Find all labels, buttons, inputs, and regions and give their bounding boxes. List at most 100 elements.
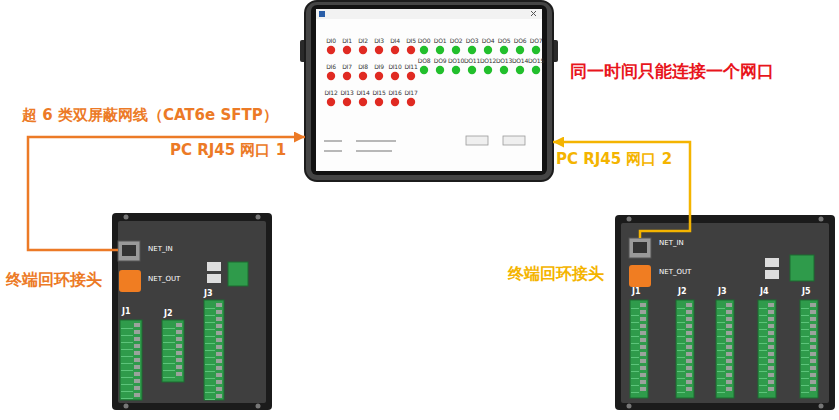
status-led [391,46,399,54]
signal-name: DI6 [321,64,341,70]
terminal-screw [134,372,140,376]
power-terminal [228,262,248,286]
signal-name: DO8 [414,58,434,64]
terminal-screw [686,359,692,363]
terminal-screw [216,331,222,335]
signal-name: DI2 [353,38,373,44]
terminal-divider [801,385,809,386]
status-led [359,46,367,54]
terminal-screw [768,303,774,307]
terminal-block [162,320,184,382]
signal-name: DO3 [462,38,482,44]
status-led [468,66,476,74]
terminal-screw [134,330,140,334]
signal-name: DO11 [462,58,482,64]
signal-name: DI9 [369,64,389,70]
terminal-screw [216,352,222,356]
terminal-divider [717,392,725,393]
connector-name: J3 [718,288,727,296]
window-button [503,136,525,145]
status-led [420,66,428,74]
terminal-screw [640,324,646,328]
terminal-divider [677,385,685,386]
terminal-screw [176,344,182,348]
mount-hole [819,217,824,222]
terminal-divider [631,364,639,365]
small-terminal [765,270,779,279]
terminal-divider [801,336,809,337]
window-button [466,136,488,145]
terminal-divider [631,322,639,323]
status-led [375,98,383,106]
terminal-divider [205,350,215,351]
loopback-label: 终端回环接头 [508,264,604,283]
terminal-screw [640,359,646,363]
terminal-divider [717,378,725,379]
status-led [532,46,540,54]
terminal-screw [176,358,182,362]
terminal-screw [686,310,692,314]
mount-hole [256,404,261,409]
port-label: PC RJ45 网口 1 [170,141,286,159]
controller-board: NET_INNET_OUTJ1J2J3J4J5 [615,215,835,410]
terminal-screw [686,345,692,349]
terminal-divider [631,371,639,372]
terminal-block [120,320,142,400]
terminal-divider [163,356,175,357]
terminal-screw [726,331,732,335]
terminal-divider [801,378,809,379]
terminal-screw [686,387,692,391]
terminal-divider [717,371,725,372]
terminal-screw [726,387,732,391]
terminal-divider [759,350,767,351]
terminal-screw [640,317,646,321]
terminal-divider [801,350,809,351]
terminal-screw [134,351,140,355]
terminal-screw [810,345,816,349]
connector-name: J2 [678,288,687,296]
terminal-screw [768,310,774,314]
terminal-divider [631,343,639,344]
loopback-plug [629,265,651,287]
terminal-divider [205,343,215,344]
cable-connector [28,137,305,250]
terminal-screw [134,344,140,348]
terminal-divider [677,343,685,344]
terminal-divider [205,378,215,379]
terminal-screw [176,330,182,334]
terminal-screw [686,317,692,321]
terminal-block [676,300,694,398]
terminal-divider [163,363,175,364]
status-led [407,98,415,106]
signal-name: DO10 [446,58,466,64]
connector-name: J2 [164,310,173,318]
rj45-port [118,241,140,261]
status-led [484,46,492,54]
terminal-divider [801,357,809,358]
small-terminal [207,262,221,271]
terminal-screw [686,303,692,307]
terminal-screw [726,310,732,314]
terminal-screw [810,324,816,328]
connector-name: J3 [204,290,213,298]
signal-name: DI3 [369,38,389,44]
status-led [327,46,335,54]
terminal-divider [759,357,767,358]
terminal-screw [686,338,692,342]
signal-name: DI14 [353,90,373,96]
signal-name: DO1 [430,38,450,44]
terminal-divider [759,308,767,309]
signal-name: DO5 [494,38,514,44]
terminal-screw [810,331,816,335]
tablet-body [305,1,553,181]
terminal-divider [163,335,175,336]
terminal-screw [134,365,140,369]
terminal-screw [768,380,774,384]
status-led [532,66,540,74]
terminal-divider [759,364,767,365]
power-terminal [790,255,814,281]
terminal-block [716,300,734,398]
terminal-divider [631,336,639,337]
terminal-screw [176,323,182,327]
terminal-divider [677,371,685,372]
